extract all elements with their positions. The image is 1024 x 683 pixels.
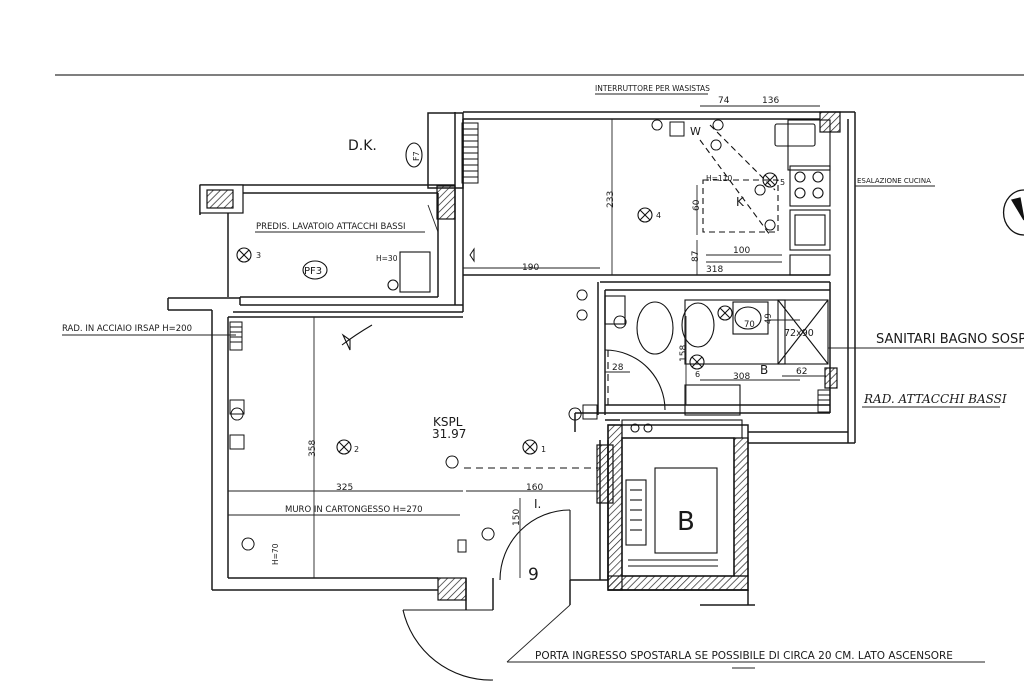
hatched-columns <box>199 111 841 601</box>
dim-150: 150 <box>512 509 522 526</box>
dimension-lines <box>228 93 826 578</box>
light-points <box>236 142 778 455</box>
dim-70: 70 <box>744 320 755 330</box>
dim-49: 49 <box>764 313 774 324</box>
dim-160: 160 <box>526 483 543 493</box>
point-4: 4 <box>656 211 661 220</box>
doors <box>341 324 666 681</box>
kitchen-units <box>699 119 831 276</box>
labels: D.K. F7 PF3 INTERRUTTORE PER WASISTAS PR… <box>62 84 1024 662</box>
point-1: 1 <box>541 445 546 454</box>
dim-358: 358 <box>308 440 318 457</box>
bath-label: B <box>760 363 768 377</box>
h30-label: H=30 <box>376 254 398 263</box>
lift-label: B <box>677 507 695 537</box>
k-label: K <box>736 195 745 209</box>
hob-burner <box>812 171 824 183</box>
point-numbers: 1 2 3 4 5 6 <box>256 178 785 454</box>
dk-label: D.K. <box>348 138 377 154</box>
dim-158: 158 <box>679 345 689 362</box>
point-5: 5 <box>780 178 785 187</box>
hob-burner <box>794 187 806 199</box>
dim-87: 87 <box>691 251 701 262</box>
dim-62: 62 <box>796 367 807 377</box>
point-2: 2 <box>354 445 359 454</box>
rad-attacchi-label: RAD. ATTACCHI BASSI <box>863 392 1007 406</box>
hob-burner <box>812 187 824 199</box>
door-label: I. <box>534 497 541 511</box>
point-3: 3 <box>256 251 261 260</box>
f7-label: F7 <box>412 151 421 161</box>
h70-label: H=70 <box>271 543 280 565</box>
dim-100: 100 <box>733 246 750 256</box>
dim-136: 136 <box>762 96 779 106</box>
bathroom-fixtures <box>604 295 829 439</box>
dim-28: 28 <box>612 363 624 373</box>
dashed-lines <box>464 350 609 469</box>
porta-ingresso-label: PORTA INGRESSO SPOSTARLA SE POSSIBILE DI… <box>535 650 953 662</box>
hob-burner <box>794 171 806 183</box>
dim-233: 233 <box>606 191 616 208</box>
h110-label: H=110 <box>706 174 732 183</box>
kspl-area: 31.97 <box>432 427 466 441</box>
kspl-label: KSPL <box>433 415 463 429</box>
leader-lines <box>62 185 1024 669</box>
point-6: 6 <box>695 370 700 379</box>
walls <box>167 111 856 610</box>
lavatoio-label: PREDIS. LAVATOIO ATTACCHI BASSI <box>256 222 405 232</box>
dim-308: 308 <box>733 372 750 382</box>
apartment-number: 9 <box>528 565 539 585</box>
dimension-texts: 74 136 233 60 100 87 318 190 28 158 308 … <box>308 96 814 526</box>
muro-label: MURO IN CARTONGESSO H=270 <box>285 505 423 515</box>
dim-190: 190 <box>522 263 539 273</box>
dim-60: 60 <box>692 199 702 211</box>
dim-72x90: 72x90 <box>784 328 814 339</box>
dim-325: 325 <box>336 483 353 493</box>
radiators <box>229 122 831 413</box>
north-arrow-icon <box>1002 189 1024 236</box>
rad-acciaio-label: RAD. IN ACCIAIO IRSAP H=200 <box>62 324 192 334</box>
outlet-symbols <box>229 119 776 553</box>
dim-318: 318 <box>706 265 723 275</box>
pf3-label: PF3 <box>304 266 322 277</box>
sanitari-label: SANITARI BAGNO SOSP <box>876 332 1024 347</box>
interruttore-label: INTERRUTTORE PER WASISTAS <box>595 84 710 93</box>
w-label: W <box>690 125 701 138</box>
dim-74: 74 <box>718 96 730 106</box>
esalazione-label: ESALAZIONE CUCINA <box>857 177 931 185</box>
lift-car <box>625 467 718 567</box>
